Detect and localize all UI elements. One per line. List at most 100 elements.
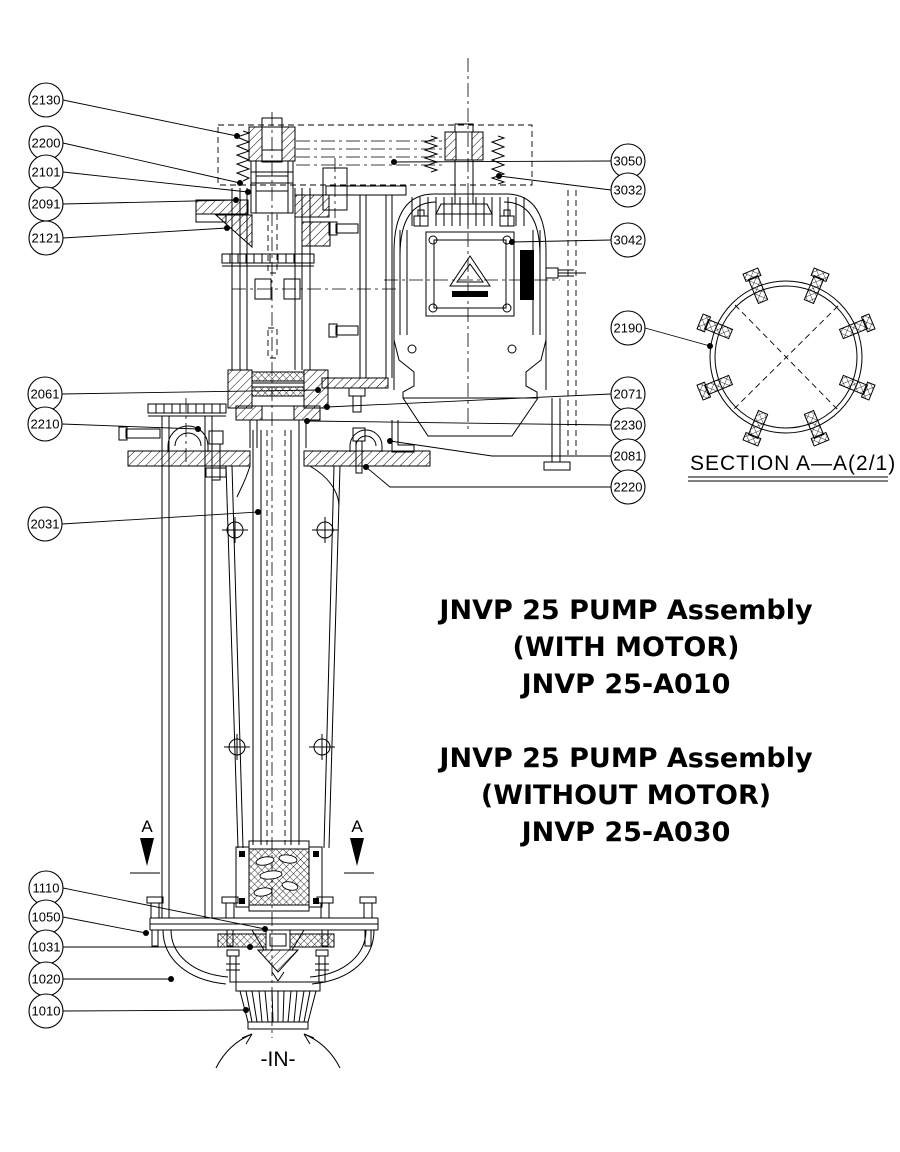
callout-1031: 1031	[28, 929, 253, 965]
mounting-plate	[127, 420, 431, 481]
bolt-mark	[309, 734, 335, 760]
callout-2121: 2121	[28, 220, 230, 256]
leader-dot	[304, 418, 310, 424]
balloon-number: 1031	[32, 940, 61, 955]
callout-2220: 2220	[363, 464, 646, 505]
leader-line	[62, 1009, 247, 1012]
clamp-bolt	[803, 267, 830, 305]
leader-dot	[224, 225, 230, 231]
balloon-number: 2061	[31, 387, 60, 402]
balloon-number: 2230	[614, 418, 643, 433]
balloon-circle	[28, 993, 64, 1029]
callout-1010: 1010	[28, 993, 249, 1029]
leader-line	[61, 423, 199, 430]
top-belt-housing	[217, 117, 533, 215]
leader-line	[61, 511, 259, 525]
callout-3050: 3050	[391, 143, 646, 179]
balloon-number: 2081	[614, 449, 643, 464]
leader-line	[62, 887, 266, 930]
callout-2210: 2210	[27, 406, 201, 442]
balloon-number: 2031	[31, 517, 60, 532]
pump-casing	[222, 430, 341, 849]
balloon-number: 2210	[31, 417, 60, 432]
title-without-motor-code: JNVP 25-A030	[521, 817, 731, 848]
callout-1110: 1110	[28, 870, 268, 932]
leader-line	[61, 389, 319, 395]
clamp-bolt	[742, 409, 769, 447]
section-arrow-label-left: A	[141, 817, 153, 836]
balloon-number: 3042	[614, 233, 643, 248]
inlet-flow: -IN-	[215, 1033, 341, 1071]
leader-line	[511, 239, 612, 243]
title-without-motor-variant: (WITHOUT MOTOR)	[480, 780, 772, 811]
leader-dot	[195, 426, 201, 432]
clamp-bolt	[803, 409, 830, 447]
balloon-number: 2190	[614, 321, 643, 336]
leader-line	[498, 175, 612, 191]
leader-line	[644, 327, 711, 347]
bolt-mark	[224, 734, 250, 760]
inlet-label: -IN-	[261, 1048, 296, 1071]
impeller	[235, 840, 323, 912]
section-arrow-right	[350, 838, 364, 866]
callout-2071: 2071	[324, 376, 646, 412]
leader-dot	[245, 189, 251, 195]
section-arrow-left	[140, 838, 154, 866]
balloon-circle	[610, 172, 646, 208]
balloon-number: 2101	[32, 165, 61, 180]
clamp-bolt	[838, 374, 876, 401]
title-with-motor: JNVP 25 PUMP Assembly (WITH MOTOR) JNVP …	[400, 592, 852, 703]
title-without-motor: JNVP 25 PUMP Assembly (WITHOUT MOTOR) JN…	[400, 740, 852, 851]
leader-dot	[391, 159, 397, 165]
balloon-number: 2091	[32, 197, 61, 212]
leader-dot	[509, 239, 515, 245]
callout-1050: 1050	[28, 899, 149, 936]
discharge-pipe	[118, 403, 227, 918]
leader-dot	[143, 930, 149, 936]
leader-dot	[363, 464, 369, 470]
bolt-mark	[312, 517, 338, 543]
leader-line	[389, 440, 611, 457]
balloon-number: 2220	[614, 480, 643, 495]
title-with-motor-code: JNVP 25-A010	[521, 669, 731, 700]
leader-dot	[262, 926, 268, 932]
balloon-circle	[28, 82, 64, 118]
leader-dot	[255, 509, 261, 515]
section-arrow-label-right: A	[351, 817, 363, 836]
leader-line	[62, 916, 147, 934]
clamp-bolt	[838, 313, 876, 340]
callout-layer: 2130220021012091212120612210203111101050…	[27, 82, 713, 1029]
pump-column-upper	[195, 149, 331, 448]
leader-dot	[243, 1007, 249, 1013]
flange-bolt	[316, 896, 334, 947]
leader-dot	[168, 976, 174, 982]
motor	[393, 190, 586, 455]
leader-line	[365, 466, 611, 488]
balloon-number: 1010	[32, 1004, 61, 1019]
spring-mid	[423, 135, 439, 173]
leader-line	[393, 160, 612, 163]
motor-nameplate	[520, 250, 534, 300]
callout-2061: 2061	[27, 376, 321, 412]
callout-1020: 1020	[28, 961, 174, 997]
balloon-circle	[610, 310, 646, 346]
balloon-circle	[610, 469, 646, 505]
suction-flange	[146, 896, 379, 985]
spring-left	[235, 130, 251, 182]
leader-dot	[233, 197, 239, 203]
balloon-number: 1110	[33, 881, 60, 896]
title-with-motor-name: JNVP 25 PUMP Assembly	[439, 595, 813, 626]
leader-line	[62, 199, 237, 205]
leader-dot	[496, 173, 502, 179]
leader-dot	[707, 343, 713, 349]
title-with-motor-variant: (WITH MOTOR)	[512, 632, 740, 663]
leader-line	[326, 393, 612, 408]
leader-dot	[387, 438, 393, 444]
callout-2130: 2130	[28, 82, 240, 139]
leader-line	[62, 171, 249, 193]
callout-2091: 2091	[28, 186, 239, 222]
flange-bolt	[146, 896, 164, 947]
balloon-circle	[28, 220, 64, 256]
